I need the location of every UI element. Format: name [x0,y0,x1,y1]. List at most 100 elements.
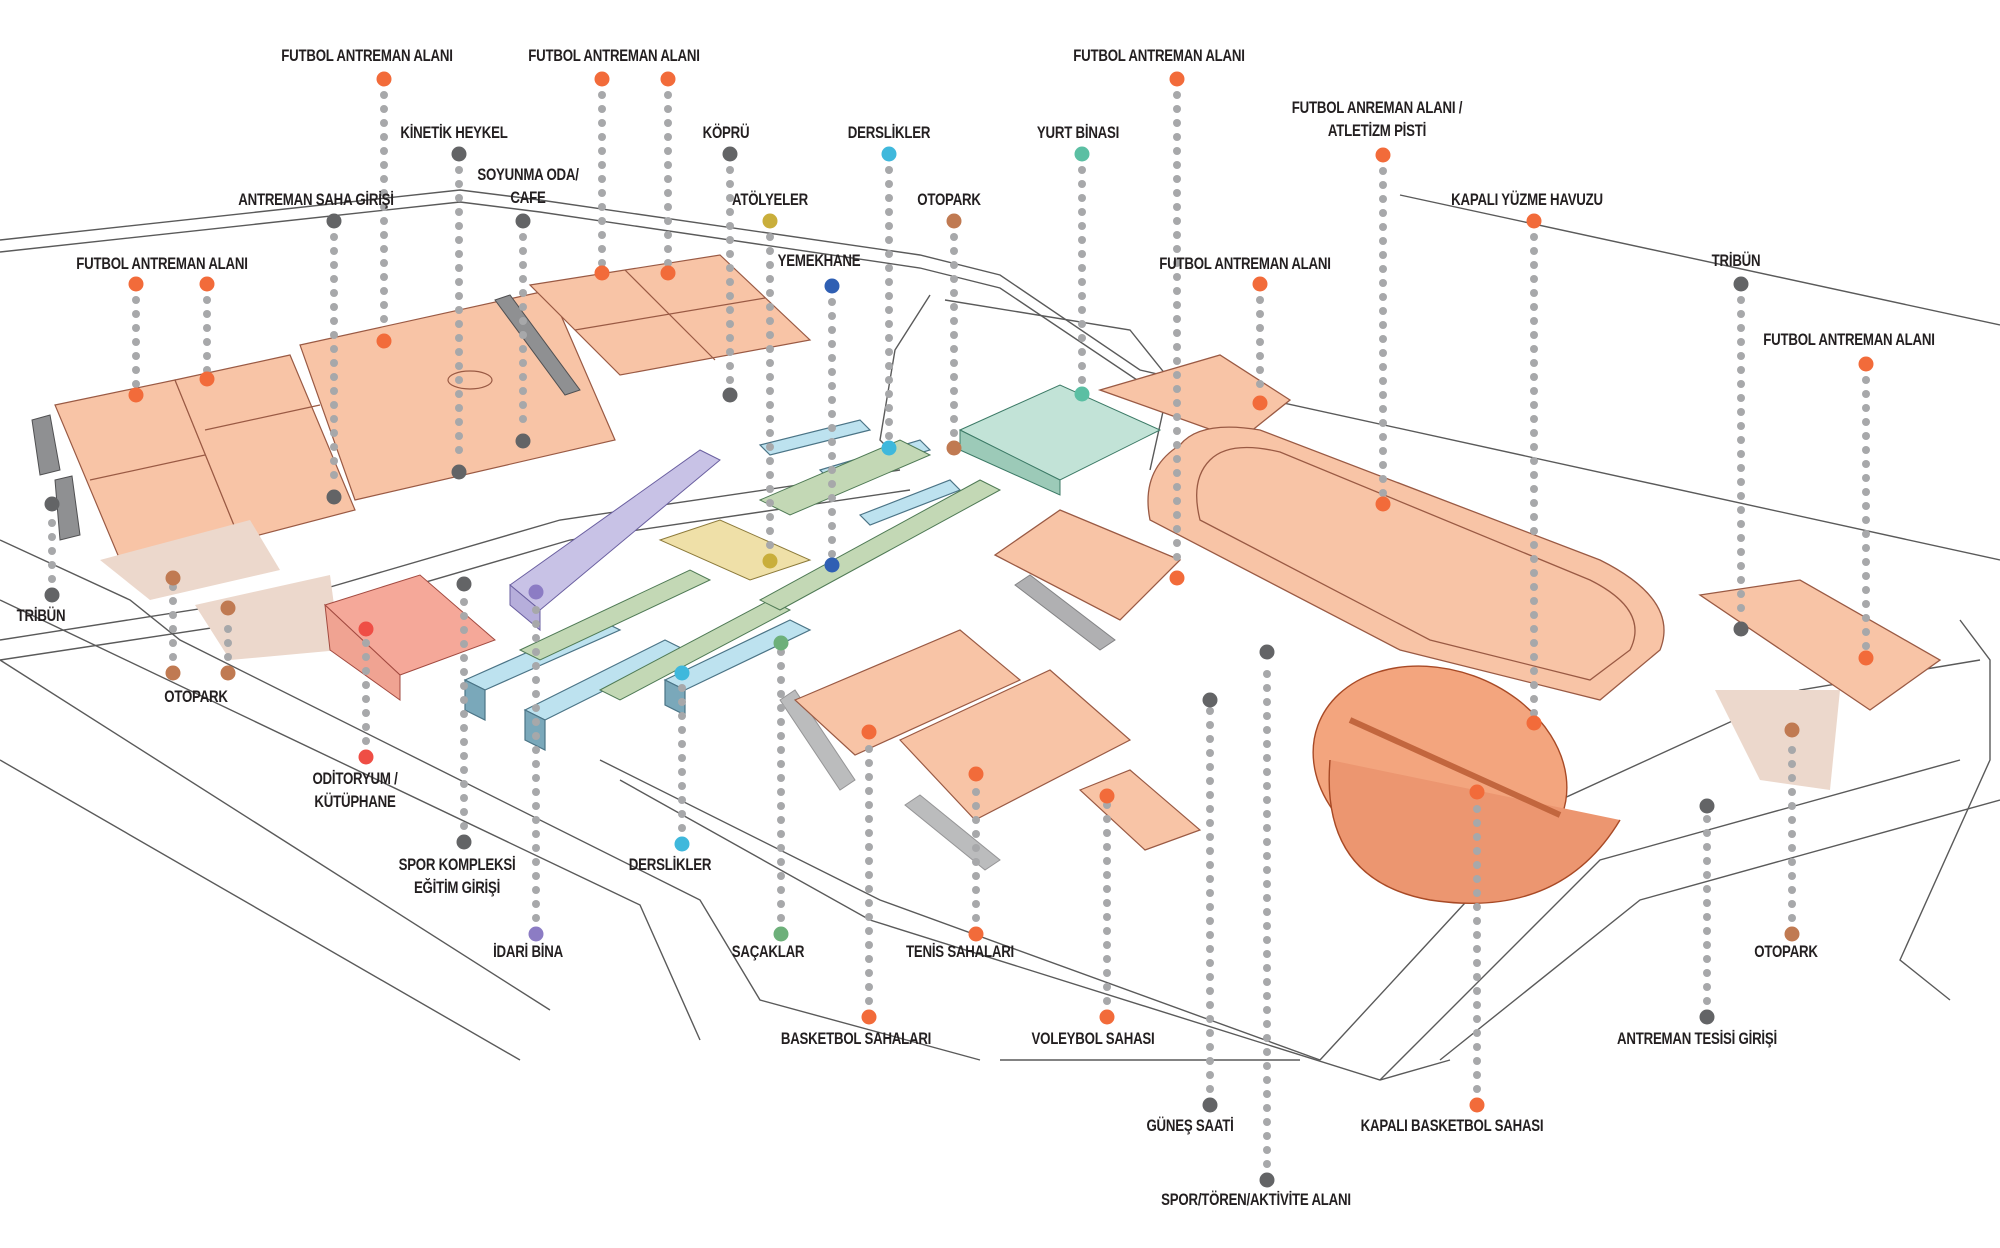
leader-dot [1256,380,1264,388]
leader-dot [865,927,873,935]
callout-label: YEMEKHANE [777,251,861,270]
leader-dot [950,261,958,269]
leader-dot [1173,441,1181,449]
leader-dot [726,166,734,174]
leader-dot [950,289,958,297]
callout-leader-derslikler-bottom [674,665,690,852]
leader-dot [532,914,540,922]
leader-dot [1206,721,1214,729]
leader-dot [380,287,388,295]
leader-dot [1379,237,1387,245]
leader-dot [598,119,606,127]
leader-dot [1737,436,1745,444]
leader-dot [678,796,686,804]
leader-dot [1379,307,1387,315]
leader-dot [766,541,774,549]
leader-dot [1078,278,1086,286]
leader-dot [330,471,338,479]
leader-dot [1263,964,1271,972]
leader-dot [885,432,893,440]
leader-dot [598,217,606,225]
leader-dot [330,261,338,269]
leader-dot [1530,541,1538,549]
leader-dot [532,606,540,614]
callout-leader-futbol-2 [660,71,676,281]
leader-dot [362,709,370,717]
leader-dot [1737,408,1745,416]
leader-dot [330,247,338,255]
leader-dot [1103,871,1111,879]
leader-dot [1530,499,1538,507]
leader-dot [726,208,734,216]
leader-dot [1173,497,1181,505]
leader-dot [1530,457,1538,465]
leader-dot [460,738,468,746]
leader-dot [455,446,463,454]
callout-leader-kopru [722,146,738,403]
leader-dot [1263,922,1271,930]
leader-dot [950,373,958,381]
leader-dot [885,166,893,174]
leader-dot [1173,427,1181,435]
leader-dot [1078,194,1086,202]
leader-dot [777,732,785,740]
leader-dot [950,331,958,339]
leader-dot [1206,917,1214,925]
leader-dot [48,519,56,527]
leader-dot [330,345,338,353]
leader-dot [865,773,873,781]
callout-anchor-idari-bina [528,584,544,600]
leader-dot [460,612,468,620]
callout-label: VOLEYBOL SAHASI [1031,1029,1155,1048]
leader-dot [885,180,893,188]
leader-dot [865,955,873,963]
callout-anchor-spor-kompleksi-giris [456,576,472,592]
leader-dot [598,231,606,239]
leader-dot [1788,746,1796,754]
callout-label: DERSLİKLER [847,123,931,142]
leader-dot [1530,443,1538,451]
leader-dot [1263,824,1271,832]
leader-dot [455,404,463,412]
leader-dot [1703,955,1711,963]
leader-dot [362,737,370,745]
leader-dot [1256,296,1264,304]
leader-dot [1078,264,1086,272]
leader-dot [1530,359,1538,367]
leader-dot [1788,858,1796,866]
leader-dot [1379,447,1387,455]
leader-dot [777,844,785,852]
leader-dot [972,816,980,824]
leader-dot [1206,1015,1214,1023]
leader-dot [1206,791,1214,799]
leader-dot [132,380,140,388]
leader-dot [1737,366,1745,374]
leader-dot [865,829,873,837]
leader-dot [766,457,774,465]
leader-dot [885,390,893,398]
leader-dot [519,387,527,395]
leader-dot [1103,997,1111,1005]
callout-anchor-futbol-2 [660,265,676,281]
callout-leader-kapali-yuzme [1526,213,1542,731]
leader-dot [1173,133,1181,141]
leader-dot [972,830,980,838]
leader-dot [950,415,958,423]
leader-dot [330,275,338,283]
leader-dot [1263,698,1271,706]
leader-dot [1078,362,1086,370]
leader-dot [532,830,540,838]
leader-dot [865,885,873,893]
leader-dot [766,317,774,325]
leader-dot [1737,506,1745,514]
callout-anchor-atolyeler [762,553,778,569]
callout-marker-soyunma-cafe [515,213,531,229]
leader-dot [1788,802,1796,810]
callout-leader-otopark-top [946,213,962,456]
leader-dot [1379,349,1387,357]
leader-dot [1263,768,1271,776]
leader-dot [330,443,338,451]
leader-dot [1379,461,1387,469]
leader-dot [1473,1071,1481,1079]
leader-dot [766,247,774,255]
